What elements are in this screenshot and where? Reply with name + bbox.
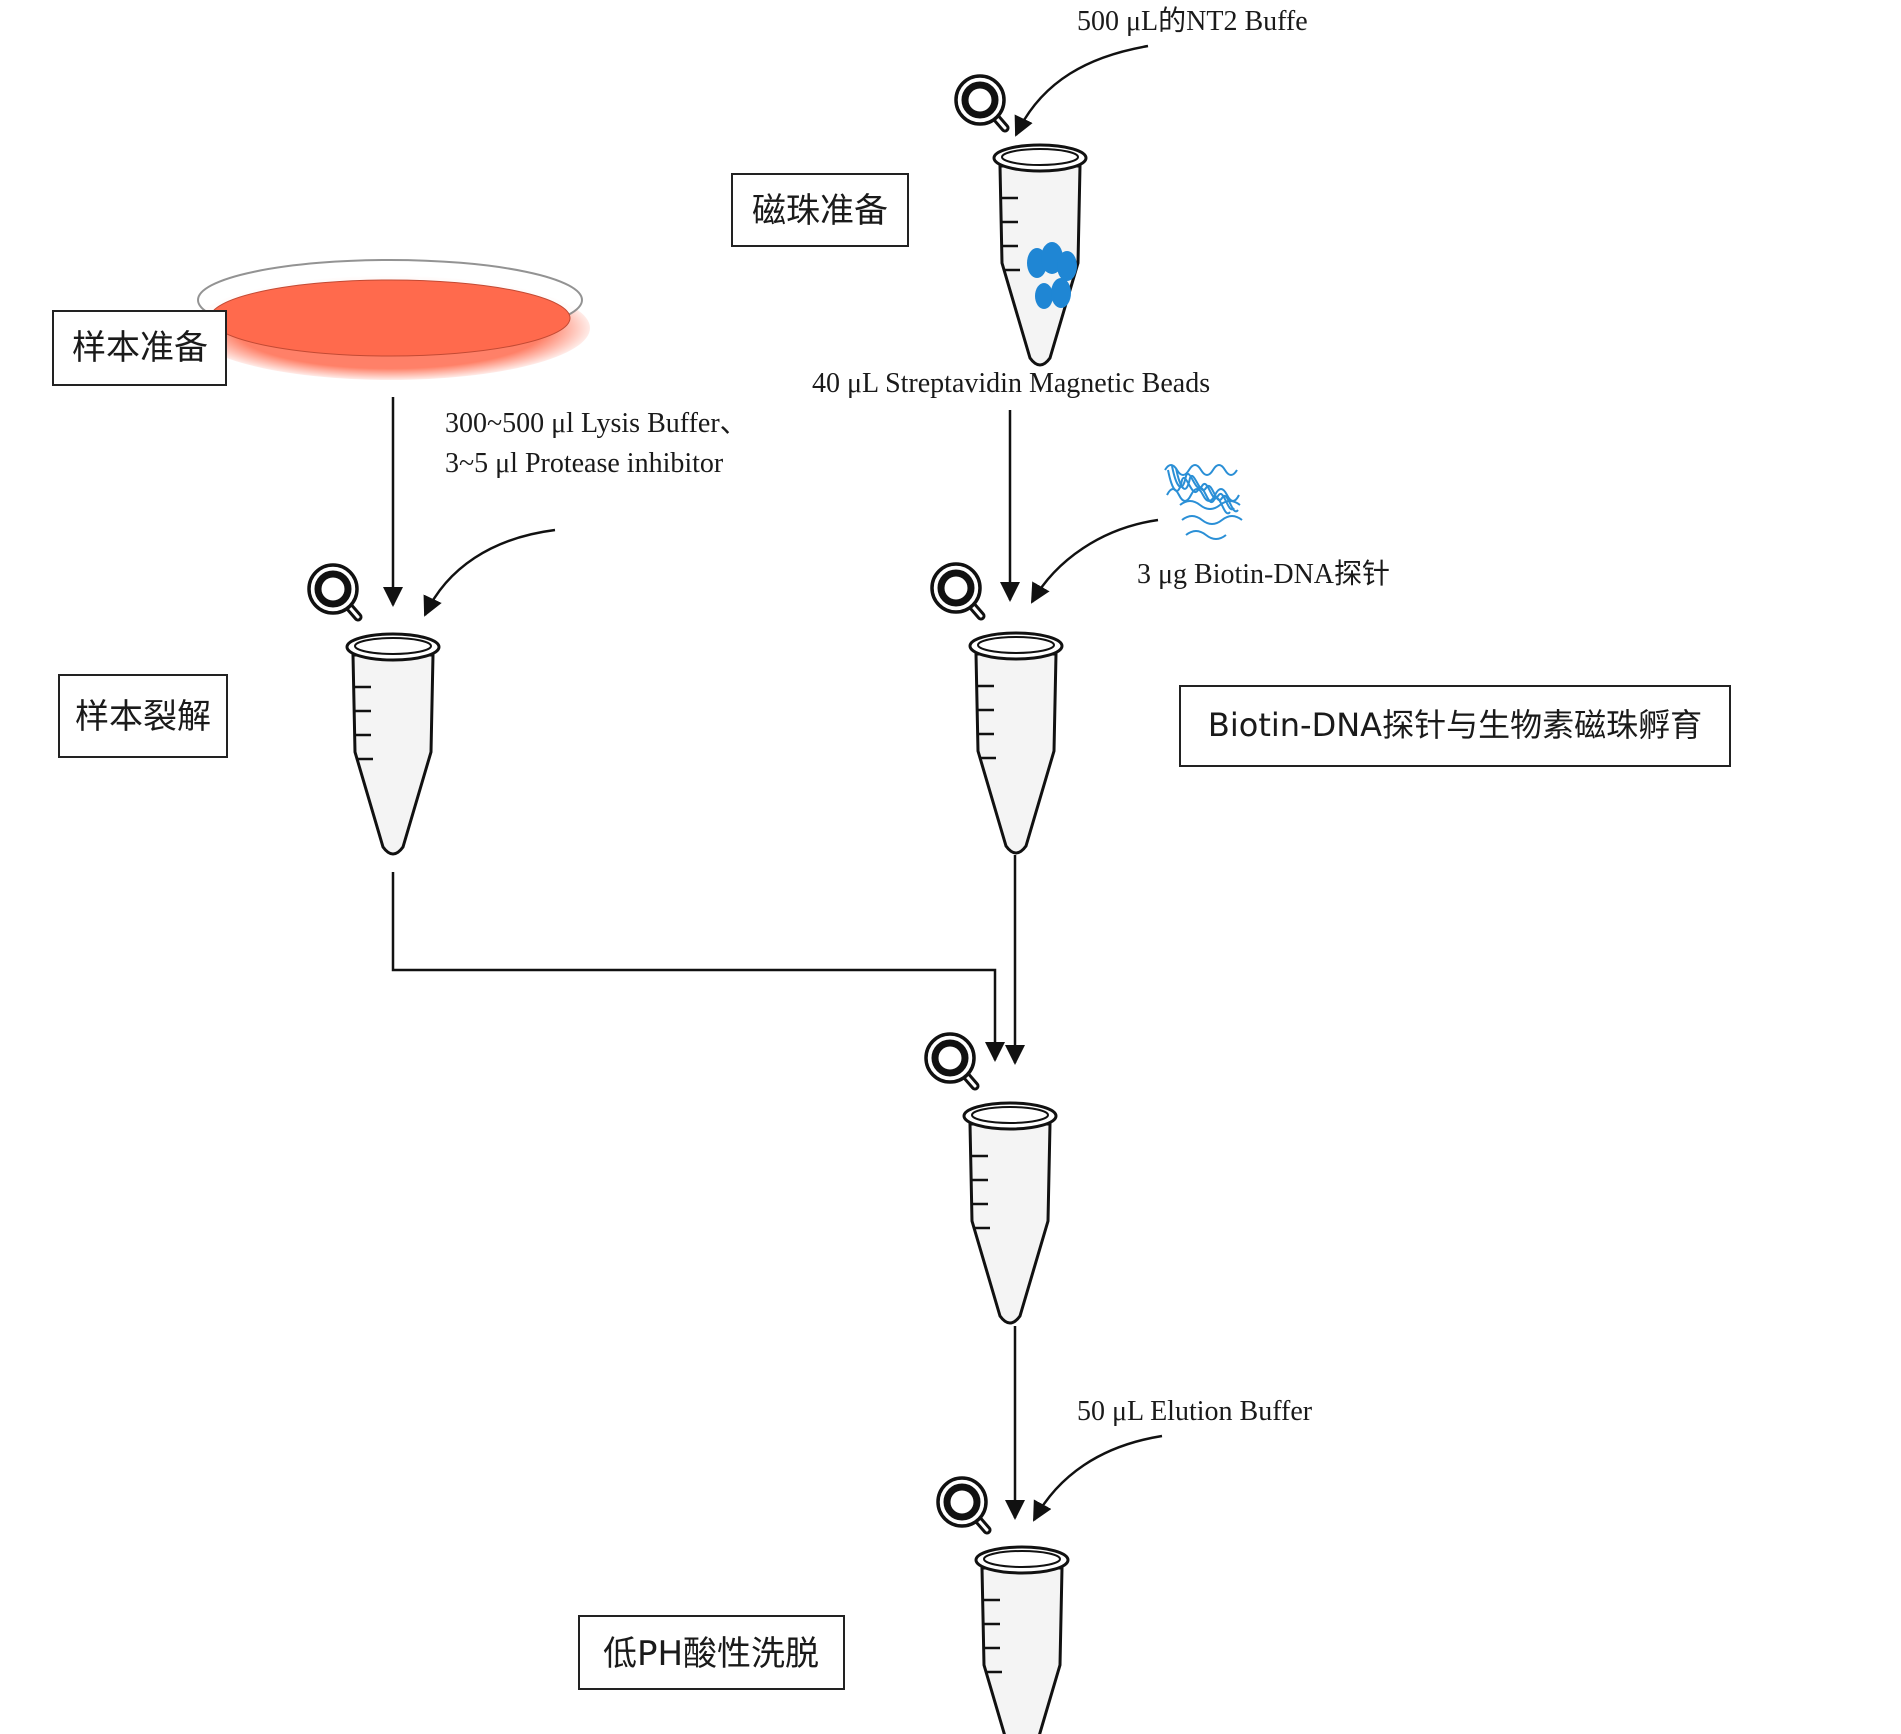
- microcentrifuge-tube-icon: [926, 1034, 1056, 1323]
- microcentrifuge-tube-icon: [309, 565, 439, 854]
- step-box-bead-prep: 磁珠准备: [731, 173, 909, 247]
- step-box-sample-lysis: 样本裂解: [58, 674, 228, 758]
- reagent-beads: 40 μL Streptavidin Magnetic Beads: [812, 368, 1210, 399]
- magnetic-beads-icon: [1027, 242, 1077, 309]
- step-box-incubation: Biotin-DNA探针与生物素磁珠孵育: [1179, 685, 1731, 767]
- step-label-sample-lysis: 样本裂解: [75, 697, 211, 737]
- reagent-lysis-buffer: 300~500 μl Lysis Buffer、: [445, 408, 748, 439]
- microcentrifuge-tube-icon: [938, 1478, 1068, 1734]
- step-box-elution: 低PH酸性洗脱: [578, 1615, 845, 1690]
- step-label-incubation: Biotin-DNA探针与生物素磁珠孵育: [1208, 706, 1702, 744]
- microcentrifuge-tube-icon: [956, 76, 1086, 365]
- reagent-elution-buffer: 50 μL Elution Buffer: [1077, 1396, 1313, 1427]
- dna-probe-icon: [1164, 464, 1243, 540]
- step-label-elution: 低PH酸性洗脱: [603, 1634, 819, 1674]
- petri-dish-icon: [190, 259, 590, 380]
- reagent-nt2-buffer: 500 μL的NT2 Buffe: [1077, 5, 1308, 37]
- connector-arrows: [383, 44, 1163, 1522]
- microcentrifuge-tube-icon: [932, 564, 1062, 853]
- reagent-protease-inhibitor: 3~5 μl Protease inhibitor: [445, 448, 724, 479]
- step-label-sample-prep: 样本准备: [72, 328, 208, 368]
- step-label-bead-prep: 磁珠准备: [752, 191, 888, 231]
- reagent-probe: 3 μg Biotin-DNA探针: [1137, 558, 1390, 590]
- step-box-sample-prep: 样本准备: [52, 310, 227, 386]
